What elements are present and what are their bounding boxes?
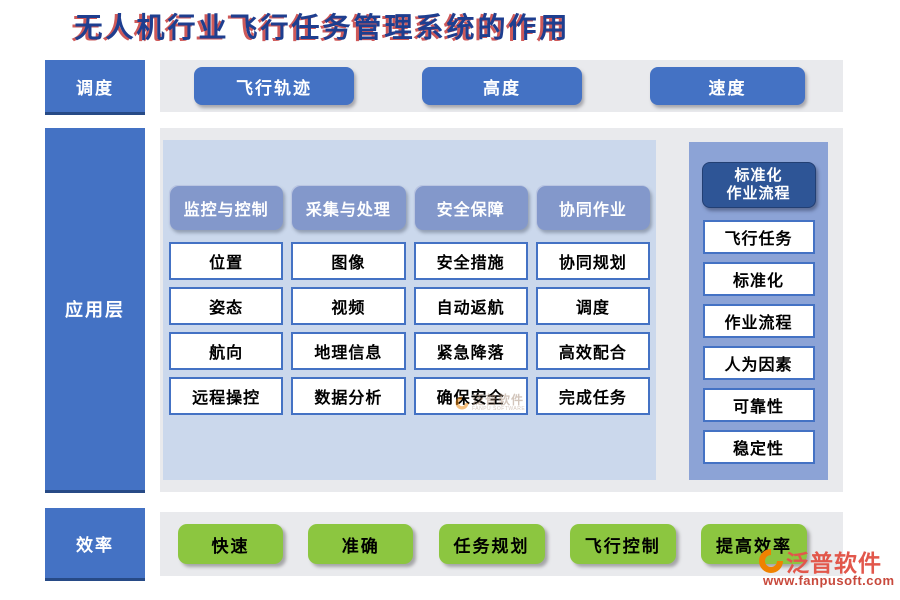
node-data-analysis: 数据分析 [291,377,406,415]
node-video: 视频 [291,287,406,325]
column-collect-process: 采集与处理 图像 视频 地理信息 数据分析 [291,185,406,480]
node-flight-control: 飞行控制 [569,524,676,564]
column-header: 采集与处理 [291,185,406,230]
workflow-header-line2: 作业流程 [726,186,791,202]
fanpu-logo-text: 泛普软件 [786,551,882,576]
fanpu-logo-icon [759,549,783,573]
workflow-header-line1: 标准化 [734,168,783,184]
rail-node-scheduling: 调度 [45,60,145,112]
top-band: 飞行轨迹 高度 速度 [160,60,843,112]
node-improve-efficiency: 提高效率 [701,524,807,564]
column-header: 协同作业 [535,185,650,230]
watermark-brand: 泛普软件 [472,393,525,407]
rail-node-application-layer: 应用层 [45,128,145,490]
fanpu-logo-url: www.fanpusoft.com [763,573,895,588]
node-flight-task: 飞行任务 [702,220,815,254]
node-task-planning: 任务规划 [438,524,545,564]
column-header: 安全保障 [413,185,528,230]
node-accurate: 准确 [308,524,414,564]
center-watermark: 泛普软件 FANPU SOFTWARE [455,394,525,412]
node-altitude: 高度 [422,67,582,105]
column-cooperation: 协同作业 协同规划 调度 高效配合 完成任务 [535,185,650,480]
node-geo-info: 地理信息 [291,332,406,370]
node-remote-control: 远程操控 [169,377,284,415]
app-layer-panel: 监控与控制 位置 姿态 航向 远程操控 采集与处理 图像 视频 地理信息 数据分… [163,140,656,480]
node-standardization: 标准化 [702,262,815,296]
column-monitor-control: 监控与控制 位置 姿态 航向 远程操控 [169,185,284,480]
node-dispatch: 调度 [535,287,650,325]
node-work-process: 作业流程 [702,304,815,338]
node-heading: 航向 [169,332,284,370]
rail-node-efficiency: 效率 [45,508,145,578]
watermark-subtitle: FANPU SOFTWARE [472,405,526,412]
watermark-text: 泛普软件 FANPU SOFTWARE [472,394,525,412]
column-header: 监控与控制 [169,185,284,230]
watermark-logo-icon [455,396,469,410]
workflow-panel-header: 标准化 作业流程 [701,162,816,208]
node-co-planning: 协同规划 [535,242,650,280]
node-position: 位置 [169,242,284,280]
node-safety-measures: 安全措施 [413,242,528,280]
node-fast: 快速 [178,524,283,564]
node-image: 图像 [291,242,406,280]
node-efficient-coordination: 高效配合 [535,332,650,370]
node-auto-return: 自动返航 [413,287,528,325]
node-reliability: 可靠性 [702,388,815,422]
workflow-panel: 标准化 作业流程 飞行任务 标准化 作业流程 人为因素 可靠性 稳定性 [689,142,828,480]
node-complete-task: 完成任务 [535,377,650,415]
node-attitude: 姿态 [169,287,284,325]
node-flight-track: 飞行轨迹 [194,67,354,105]
node-speed: 速度 [650,67,805,105]
node-human-factors: 人为因素 [702,346,815,380]
fanpu-logo: 泛普软件 [758,544,882,578]
bottom-band: 快速 准确 任务规划 飞行控制 提高效率 [160,512,843,576]
page-title: 无人机行业飞行任务管理系统的作用 [74,13,571,44]
column-safety: 安全保障 安全措施 自动返航 紧急降落 确保安全 [413,185,528,480]
node-stability: 稳定性 [702,430,815,464]
node-emergency-landing: 紧急降落 [413,332,528,370]
node-ensure-safety: 确保安全 [413,377,528,415]
